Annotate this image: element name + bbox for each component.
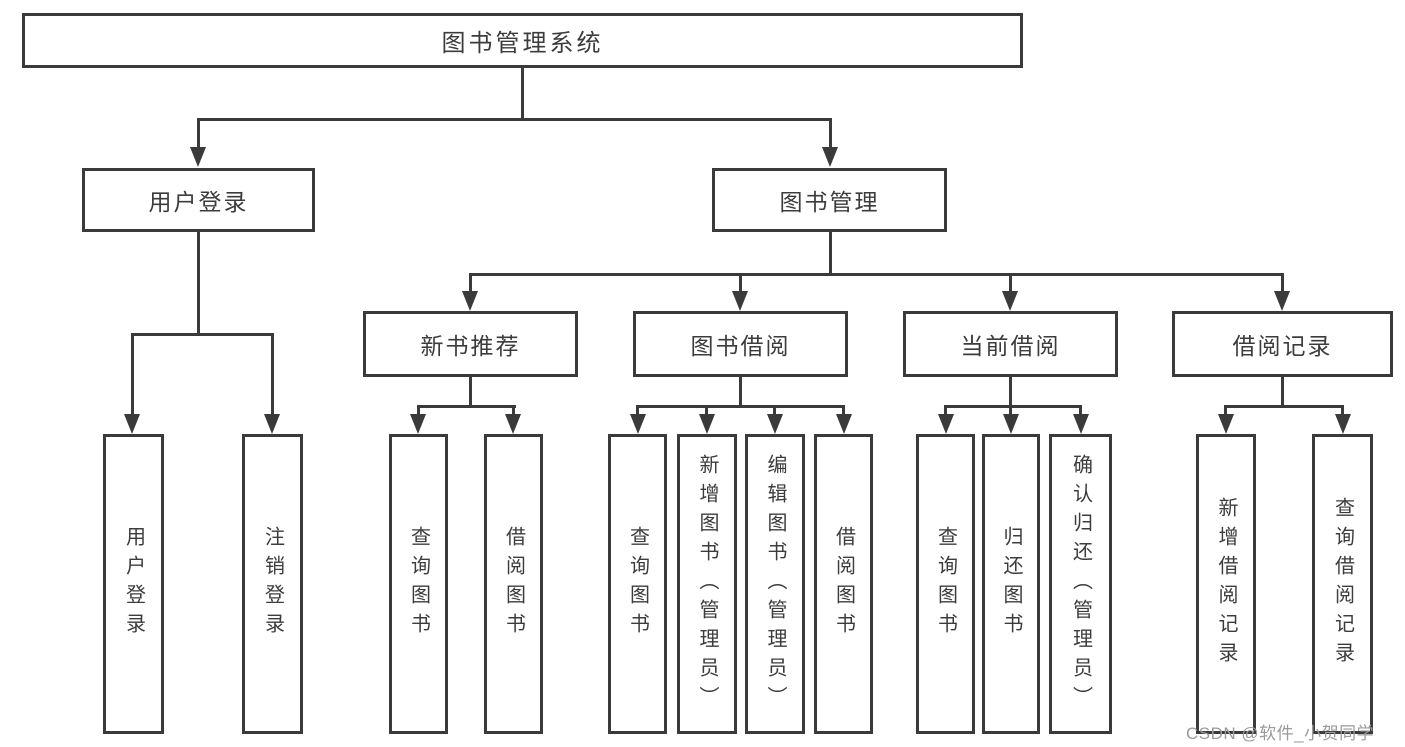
connector-line bbox=[1079, 405, 1082, 415]
connector-line bbox=[469, 377, 472, 408]
arrow-down-icon bbox=[836, 414, 852, 434]
connector-line bbox=[1281, 377, 1284, 408]
connector-line bbox=[829, 118, 832, 148]
node-new-book-recommend: 新书推荐 bbox=[363, 311, 578, 377]
connector-line bbox=[271, 333, 274, 415]
connector-line bbox=[739, 273, 742, 292]
connector-line bbox=[512, 405, 515, 415]
connector-line bbox=[739, 377, 742, 408]
arrow-down-icon bbox=[505, 414, 521, 434]
connector-line bbox=[1009, 377, 1012, 408]
connector-line bbox=[829, 232, 832, 276]
arrow-down-icon bbox=[822, 147, 838, 167]
leaf-query-books-recommend: 查询图书 bbox=[389, 434, 448, 734]
connector-line bbox=[636, 405, 639, 415]
connector-line bbox=[417, 405, 420, 415]
leaf-edit-books-admin: 编辑图书（管理员） bbox=[745, 434, 805, 734]
connector-line bbox=[636, 405, 845, 408]
node-user-login: 用户登录 bbox=[82, 168, 315, 232]
leaf-user-login: 用户登录 bbox=[103, 434, 164, 734]
connector-line bbox=[1224, 405, 1227, 415]
leaf-borrow-books-recommend: 借阅图书 bbox=[484, 434, 543, 734]
arrow-down-icon bbox=[630, 414, 646, 434]
leaf-confirm-return-admin: 确认归还（管理员） bbox=[1049, 434, 1112, 734]
leaf-add-books-admin: 新增图书（管理员） bbox=[677, 434, 737, 734]
node-current-borrowing: 当前借阅 bbox=[903, 311, 1118, 377]
node-book-management: 图书管理 bbox=[712, 168, 947, 232]
connector-line bbox=[1281, 273, 1284, 292]
connector-line bbox=[842, 405, 845, 415]
arrow-down-icon bbox=[190, 147, 206, 167]
leaf-query-books-current: 查询图书 bbox=[916, 434, 975, 734]
connector-line bbox=[1224, 405, 1344, 408]
connector-line bbox=[705, 405, 708, 415]
arrow-down-icon bbox=[1003, 414, 1019, 434]
connector-line bbox=[773, 405, 776, 415]
connector-line bbox=[131, 333, 274, 336]
arrow-down-icon bbox=[1002, 291, 1018, 311]
connector-line bbox=[469, 273, 1283, 276]
arrow-down-icon bbox=[732, 291, 748, 311]
node-borrowing-records: 借阅记录 bbox=[1172, 311, 1393, 377]
leaf-borrow-books: 借阅图书 bbox=[814, 434, 873, 734]
connector-line bbox=[521, 68, 524, 121]
node-book-borrowing: 图书借阅 bbox=[633, 311, 848, 377]
connector-line bbox=[131, 333, 134, 415]
connector-line bbox=[197, 118, 200, 148]
connector-line bbox=[1341, 405, 1344, 415]
arrow-down-icon bbox=[1218, 414, 1234, 434]
connector-line bbox=[197, 118, 832, 121]
arrow-down-icon bbox=[767, 414, 783, 434]
arrow-down-icon bbox=[462, 291, 478, 311]
arrow-down-icon bbox=[699, 414, 715, 434]
arrow-down-icon bbox=[1073, 414, 1089, 434]
arrow-down-icon bbox=[1274, 291, 1290, 311]
leaf-query-books-borrow: 查询图书 bbox=[608, 434, 667, 734]
csdn-watermark: CSDN @软件_小贺同学 bbox=[1186, 724, 1375, 743]
arrow-down-icon bbox=[124, 414, 140, 434]
connector-line bbox=[1009, 273, 1012, 292]
connector-line bbox=[417, 405, 516, 408]
connector-line bbox=[944, 405, 1082, 408]
arrow-down-icon bbox=[410, 414, 426, 434]
connector-line bbox=[197, 232, 200, 336]
node-library-management-system: 图书管理系统 bbox=[22, 13, 1023, 68]
connector-line bbox=[469, 273, 472, 292]
leaf-add-borrow-record: 新增借阅记录 bbox=[1196, 434, 1256, 734]
leaf-query-borrow-record: 查询借阅记录 bbox=[1312, 434, 1373, 734]
leaf-return-books: 归还图书 bbox=[982, 434, 1040, 734]
connector-line bbox=[1009, 405, 1012, 415]
arrow-down-icon bbox=[264, 414, 280, 434]
arrow-down-icon bbox=[1335, 414, 1351, 434]
leaf-logout: 注销登录 bbox=[242, 434, 303, 734]
arrow-down-icon bbox=[938, 414, 954, 434]
connector-line bbox=[944, 405, 947, 415]
